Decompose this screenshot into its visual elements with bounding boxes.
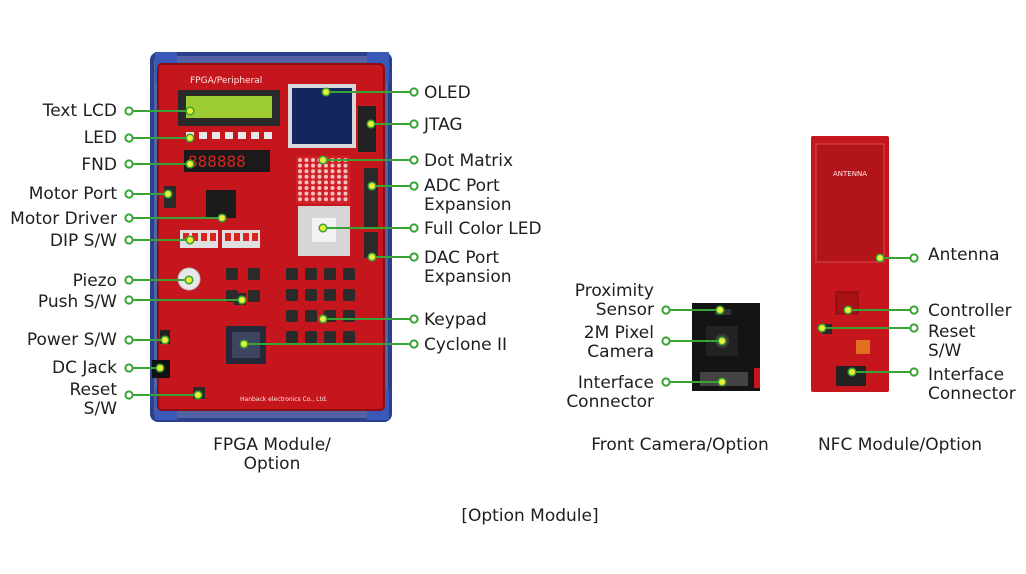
label-oled: OLED: [424, 83, 471, 103]
callout-target-dot: [717, 377, 727, 387]
callout-target-dot: [717, 336, 727, 346]
callout-target-dot: [163, 189, 173, 199]
callout-end-dot: [124, 213, 134, 223]
callout-end-dot: [124, 189, 134, 199]
callout-end-dot: [909, 323, 919, 333]
callout-target-dot: [160, 335, 170, 345]
svg-text:888888: 888888: [188, 152, 246, 171]
label-proximity-sensor: Proximity Sensor: [574, 281, 654, 320]
fpga-board-footer: Hanback electronics Co., Ltd.: [240, 396, 328, 403]
label-text-lcd: Text LCD: [42, 101, 117, 121]
page-title: [Option Module]: [461, 506, 599, 526]
callout-target-dot: [318, 155, 328, 165]
callout-end-dot: [124, 363, 134, 373]
callout-target-dot: [239, 339, 249, 349]
fpga-board-label: FPGA/Peripheral: [190, 76, 262, 86]
label-full-color-led: Full Color LED: [424, 219, 542, 239]
label-fnd: FND: [81, 155, 117, 175]
callout-target-dot: [193, 390, 203, 400]
callout-end-dot: [409, 252, 419, 262]
callout-end-dot: [409, 339, 419, 349]
label-antenna: Antenna: [928, 245, 1000, 265]
camera-module: [692, 303, 760, 391]
callout-end-dot: [409, 119, 419, 129]
callout-lines: [124, 87, 919, 400]
callout-target-dot: [367, 181, 377, 191]
caption-fpga-module: FPGA Module/ Option: [213, 435, 331, 474]
callout-target-dot: [318, 314, 328, 324]
label-motor-driver: Motor Driver: [10, 209, 117, 229]
callout-end-dot: [409, 155, 419, 165]
label-nfc-reset-sw: Reset S/W: [928, 322, 976, 361]
callout-end-dot: [124, 390, 134, 400]
nfc-module: ANTENNA: [811, 136, 889, 392]
callout-target-dot: [817, 323, 827, 333]
label-keypad: Keypad: [424, 310, 487, 330]
callout-end-dot: [124, 235, 134, 245]
callout-target-dot: [847, 367, 857, 377]
callout-end-dot: [124, 133, 134, 143]
callout-end-dot: [661, 336, 671, 346]
callout-end-dot: [124, 106, 134, 116]
callout-end-dot: [124, 335, 134, 345]
callout-target-dot: [843, 305, 853, 315]
label-adc-port: ADC Port Expansion: [424, 176, 512, 215]
callout-end-dot: [409, 87, 419, 97]
callout-end-dot: [124, 275, 134, 285]
callout-end-dot: [124, 295, 134, 305]
label-controller: Controller: [928, 301, 1012, 321]
caption-nfc-module: NFC Module/Option: [817, 435, 983, 455]
label-motor-port: Motor Port: [28, 184, 117, 204]
label-camera-interface-connector: Interface Connector: [566, 373, 654, 412]
label-piezo: Piezo: [72, 271, 117, 291]
label-dc-jack: DC Jack: [52, 358, 117, 378]
label-reset-sw: Reset S/W: [69, 380, 118, 419]
callout-target-dot: [185, 133, 195, 143]
label-cyclone-ii: Cyclone II: [424, 335, 508, 355]
callout-target-dot: [875, 253, 885, 263]
callout-end-dot: [409, 181, 419, 191]
callout-end-dot: [909, 367, 919, 377]
label-jtag: JTAG: [424, 115, 463, 135]
callout-target-dot: [366, 119, 376, 129]
caption-front-camera: Front Camera/Option: [591, 435, 769, 455]
callout-target-dot: [318, 223, 328, 233]
fpga-board: FPGA/Peripheral 888888: [150, 52, 392, 422]
callout-target-dot: [237, 295, 247, 305]
callout-target-dot: [184, 275, 194, 285]
callout-end-dot: [909, 253, 919, 263]
label-2m-pixel-camera: 2M Pixel Camera: [583, 323, 654, 362]
nfc-board-label: ANTENNA: [833, 170, 867, 178]
callout-target-dot: [185, 235, 195, 245]
label-led: LED: [83, 128, 117, 148]
callout-target-dot: [155, 363, 165, 373]
callout-end-dot: [661, 377, 671, 387]
callout-target-dot: [217, 213, 227, 223]
label-push-sw: Push S/W: [37, 292, 117, 312]
callout-target-dot: [715, 305, 725, 315]
callout-end-dot: [409, 314, 419, 324]
callout-end-dot: [409, 223, 419, 233]
label-dac-port: DAC Port Expansion: [424, 248, 512, 287]
label-power-sw: Power S/W: [26, 330, 117, 350]
label-nfc-interface-connector: Interface Connector: [928, 365, 1016, 404]
callout-end-dot: [909, 305, 919, 315]
callout-target-dot: [185, 159, 195, 169]
label-dip-sw: DIP S/W: [49, 231, 117, 251]
callout-target-dot: [185, 106, 195, 116]
callout-end-dot: [124, 159, 134, 169]
callout-target-dot: [367, 252, 377, 262]
label-dot-matrix: Dot Matrix: [424, 151, 514, 171]
callout-target-dot: [321, 87, 331, 97]
callout-end-dot: [661, 305, 671, 315]
